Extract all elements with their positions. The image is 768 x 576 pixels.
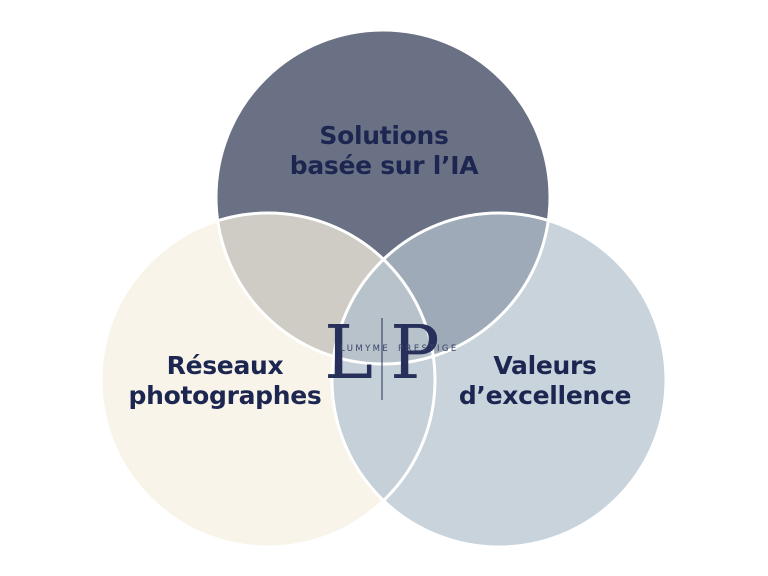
logo-word-right: PRESTIGE [398,344,459,354]
overlap-top-right [332,213,550,364]
overlap-top-left [216,213,435,364]
label-reseaux-photographes: Réseaux photographes [90,351,360,411]
label-left-line-2: photographes [128,381,322,410]
label-right-line-2: d’excellence [458,381,632,410]
label-solutions-ia: Solutions basée sur l’IA [234,121,534,181]
lumyme-prestige-logo: L P LUMYME PRESTIGE [324,310,459,400]
label-top-line-2: basée sur l’IA [289,151,479,180]
logo-letter-p: P [390,310,440,396]
label-left-line-1: Réseaux [166,351,284,380]
circle-outline-right [330,211,668,549]
circle-outline-top [214,28,552,366]
label-right-line-1: Valeurs [493,351,597,380]
circle-outline-left [99,211,437,549]
logo-word-left: LUMYME [340,344,390,354]
label-top-line-1: Solutions [319,121,449,150]
label-valeurs-excellence: Valeurs d’excellence [410,351,680,411]
logo-letter-l: L [324,310,373,396]
